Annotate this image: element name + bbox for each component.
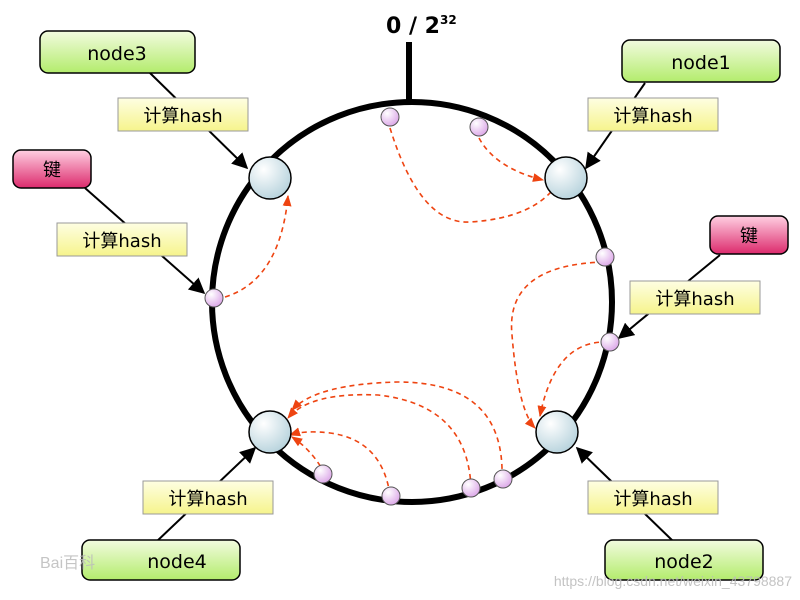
mapping-arrow	[510, 261, 605, 429]
key-point	[493, 469, 513, 489]
mapping-arrow	[288, 427, 391, 496]
ring-range-base: 0 / 2	[386, 14, 440, 39]
hash-box-key-left: 计算hash	[56, 222, 188, 257]
hash-box-node1: 计算hash	[587, 97, 719, 132]
hash-box-node2: 计算hash	[587, 480, 719, 515]
node-box-node4: node4	[81, 539, 241, 581]
key-point	[381, 486, 401, 506]
key-label: 键	[740, 226, 758, 247]
node-label: node4	[147, 551, 207, 573]
key-point	[313, 464, 333, 484]
ring-node-node1	[544, 156, 588, 200]
connector-arrows	[84, 72, 721, 544]
key-point	[461, 478, 481, 498]
hash-label: 计算hash	[655, 289, 734, 310]
key-point	[600, 332, 620, 352]
hash-label: 计算hash	[82, 231, 161, 252]
hash-label: 计算hash	[143, 106, 222, 127]
mapping-arrow	[287, 393, 472, 489]
key-point	[469, 117, 489, 137]
node-box-node2: node2	[604, 539, 764, 581]
ring-node-node3	[248, 156, 292, 200]
mapping-arrow	[291, 381, 503, 479]
hash-box-node3: 计算hash	[117, 97, 249, 132]
key-label: 键	[43, 160, 61, 181]
key-box-left: 键	[12, 149, 92, 189]
node-label: node1	[671, 52, 731, 74]
ring-node-node2	[535, 410, 579, 454]
mapping-arrow	[537, 341, 609, 418]
watermark-right: https://blog.csdn.net/weixin_43798887	[554, 573, 792, 589]
node-box-node1: node1	[621, 39, 781, 83]
hash-box-key-right: 计算hash	[629, 280, 761, 315]
ring-nodes	[248, 156, 588, 454]
ring-range-label: 0 / 232	[386, 13, 457, 39]
watermark-left: Bai百科	[40, 554, 95, 572]
hash-box-node4: 计算hash	[142, 480, 274, 515]
ring-node-node4	[248, 410, 292, 454]
hash-label: 计算hash	[168, 489, 247, 510]
key-point	[595, 247, 615, 267]
key-points	[204, 107, 620, 506]
key-point	[380, 107, 400, 127]
hash-label: 计算hash	[613, 489, 692, 510]
node-label: node2	[654, 551, 714, 573]
ring-range-exponent: 32	[440, 13, 457, 27]
key-point	[204, 288, 224, 308]
hash-label: 计算hash	[613, 106, 692, 127]
key-box-right: 键	[709, 215, 789, 255]
node-label: node3	[87, 43, 147, 65]
mapping-arrow	[224, 194, 292, 298]
node-box-node3: node3	[39, 30, 196, 74]
